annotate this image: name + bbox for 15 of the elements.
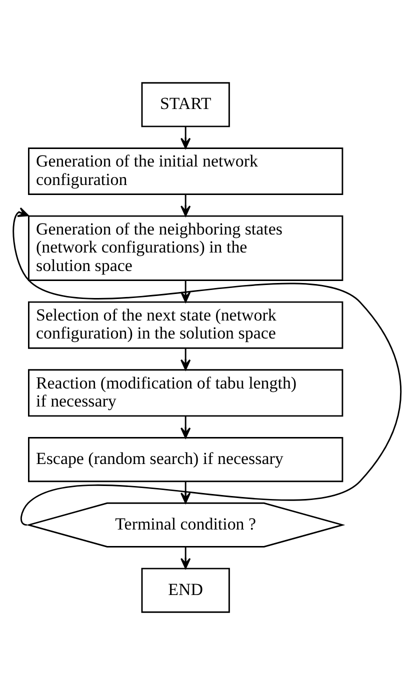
arrow xyxy=(180,348,191,370)
arrow xyxy=(180,126,191,149)
node-box: Generation of the initial network configuration xyxy=(28,148,344,195)
node-box: START xyxy=(141,82,230,128)
node-box: Escape (random search) if necessary xyxy=(28,437,344,482)
arrow xyxy=(180,546,191,569)
arrow xyxy=(12,207,402,526)
arrow xyxy=(180,194,191,217)
node-box: Generation of the neighboring states (network configurations) in the solution space xyxy=(28,215,344,281)
node-box: END xyxy=(141,568,230,613)
arrow xyxy=(180,481,191,504)
arrow xyxy=(180,416,191,438)
node-box: Selection of the next state (network configuration) in the solution space xyxy=(28,301,344,349)
node-box: Reaction (modification of tabu length) if necessary xyxy=(28,369,344,417)
arrow xyxy=(180,280,191,303)
